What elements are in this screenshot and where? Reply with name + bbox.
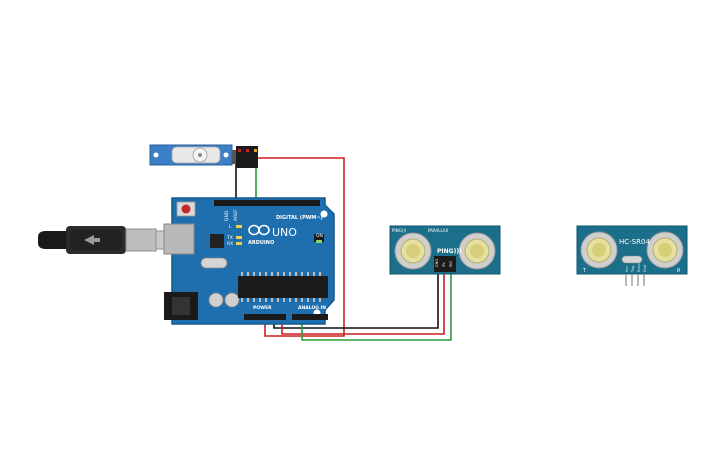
reset-button[interactable] — [176, 201, 196, 217]
analog-label: ANALOG IN — [298, 305, 326, 311]
led-l — [236, 225, 242, 228]
led-on — [316, 240, 322, 243]
usb-port — [163, 223, 195, 255]
hcsr04-sensor[interactable]: HC-SR04 T R Vcc Trig Echo Gnd — [576, 225, 688, 286]
atmega-chip — [238, 276, 328, 298]
aref-label: AREF — [233, 209, 239, 221]
ping-transducer-left — [394, 232, 432, 270]
usb-icon — [84, 235, 100, 245]
digital-label: DIGITAL (PWM~) — [276, 215, 323, 221]
analog-header[interactable] — [292, 314, 328, 320]
hcsr04-t-label: T — [582, 268, 587, 274]
hcsr04-r-label: R — [677, 268, 681, 274]
usb-cable[interactable] — [38, 226, 175, 254]
hcsr04-pin-vcc: Vcc — [625, 266, 629, 272]
capacitor — [224, 292, 240, 308]
hcsr04-pin-echo: Echo — [637, 264, 641, 273]
ping-pin-header[interactable] — [434, 256, 456, 272]
ping-transducer-right — [458, 232, 496, 270]
icsp-header — [314, 234, 324, 242]
ping-corner-text: PING))) — [392, 228, 407, 233]
hcsr04-transducer-left — [580, 231, 618, 269]
led-tx — [236, 236, 242, 239]
ping-title: PING))) — [437, 248, 462, 255]
power-label: POWER — [253, 305, 272, 311]
usb-chip — [210, 234, 224, 248]
hcsr04-pin-gnd: Gnd — [643, 265, 647, 272]
ping-green-wire[interactable] — [301, 272, 452, 341]
crystal — [200, 257, 228, 269]
arduino-uno-board[interactable]: DIGITAL (PWM~) GND AREF L TX RX ON ARDUI… — [163, 197, 335, 325]
power-header[interactable] — [244, 314, 286, 320]
ping-brand: PARALLAX — [428, 228, 449, 233]
ping-red-wire[interactable] — [281, 272, 445, 335]
servo-connector — [236, 146, 258, 168]
servo-motor[interactable] — [149, 144, 258, 168]
gnd-label: GND — [224, 210, 230, 221]
hcsr04-pin-header[interactable] — [625, 274, 645, 286]
brand-label: ARDUINO — [248, 240, 274, 246]
hcsr04-title: HC-SR04 — [619, 238, 650, 246]
servo-mount-hole — [223, 152, 229, 158]
ping-sensor[interactable]: PARALLAX PING))) PING))) GND 5V SIG — [389, 225, 501, 275]
l-label: L — [229, 224, 232, 230]
mount-hole — [320, 210, 328, 218]
on-label: ON — [316, 233, 323, 239]
servo-red-wire[interactable] — [258, 157, 345, 337]
hcsr04-pin-trig: Trig — [631, 266, 635, 273]
digital-header[interactable] — [214, 200, 320, 206]
rx-label: RX — [227, 241, 233, 247]
capacitor — [208, 292, 224, 308]
tx-label: TX — [226, 235, 233, 241]
led-rx — [236, 242, 242, 245]
power-jack — [164, 292, 198, 320]
ping-pin-gnd: GND — [435, 259, 439, 267]
ping-pin-sig: SIG — [449, 261, 453, 267]
hcsr04-crystal — [621, 255, 643, 264]
ping-pin-5v: 5V — [442, 262, 446, 267]
arduino-logo-icon — [248, 224, 270, 236]
servo-mount-hole — [153, 152, 159, 158]
hcsr04-transducer-right — [646, 231, 684, 269]
model-label: UNO — [272, 226, 297, 239]
